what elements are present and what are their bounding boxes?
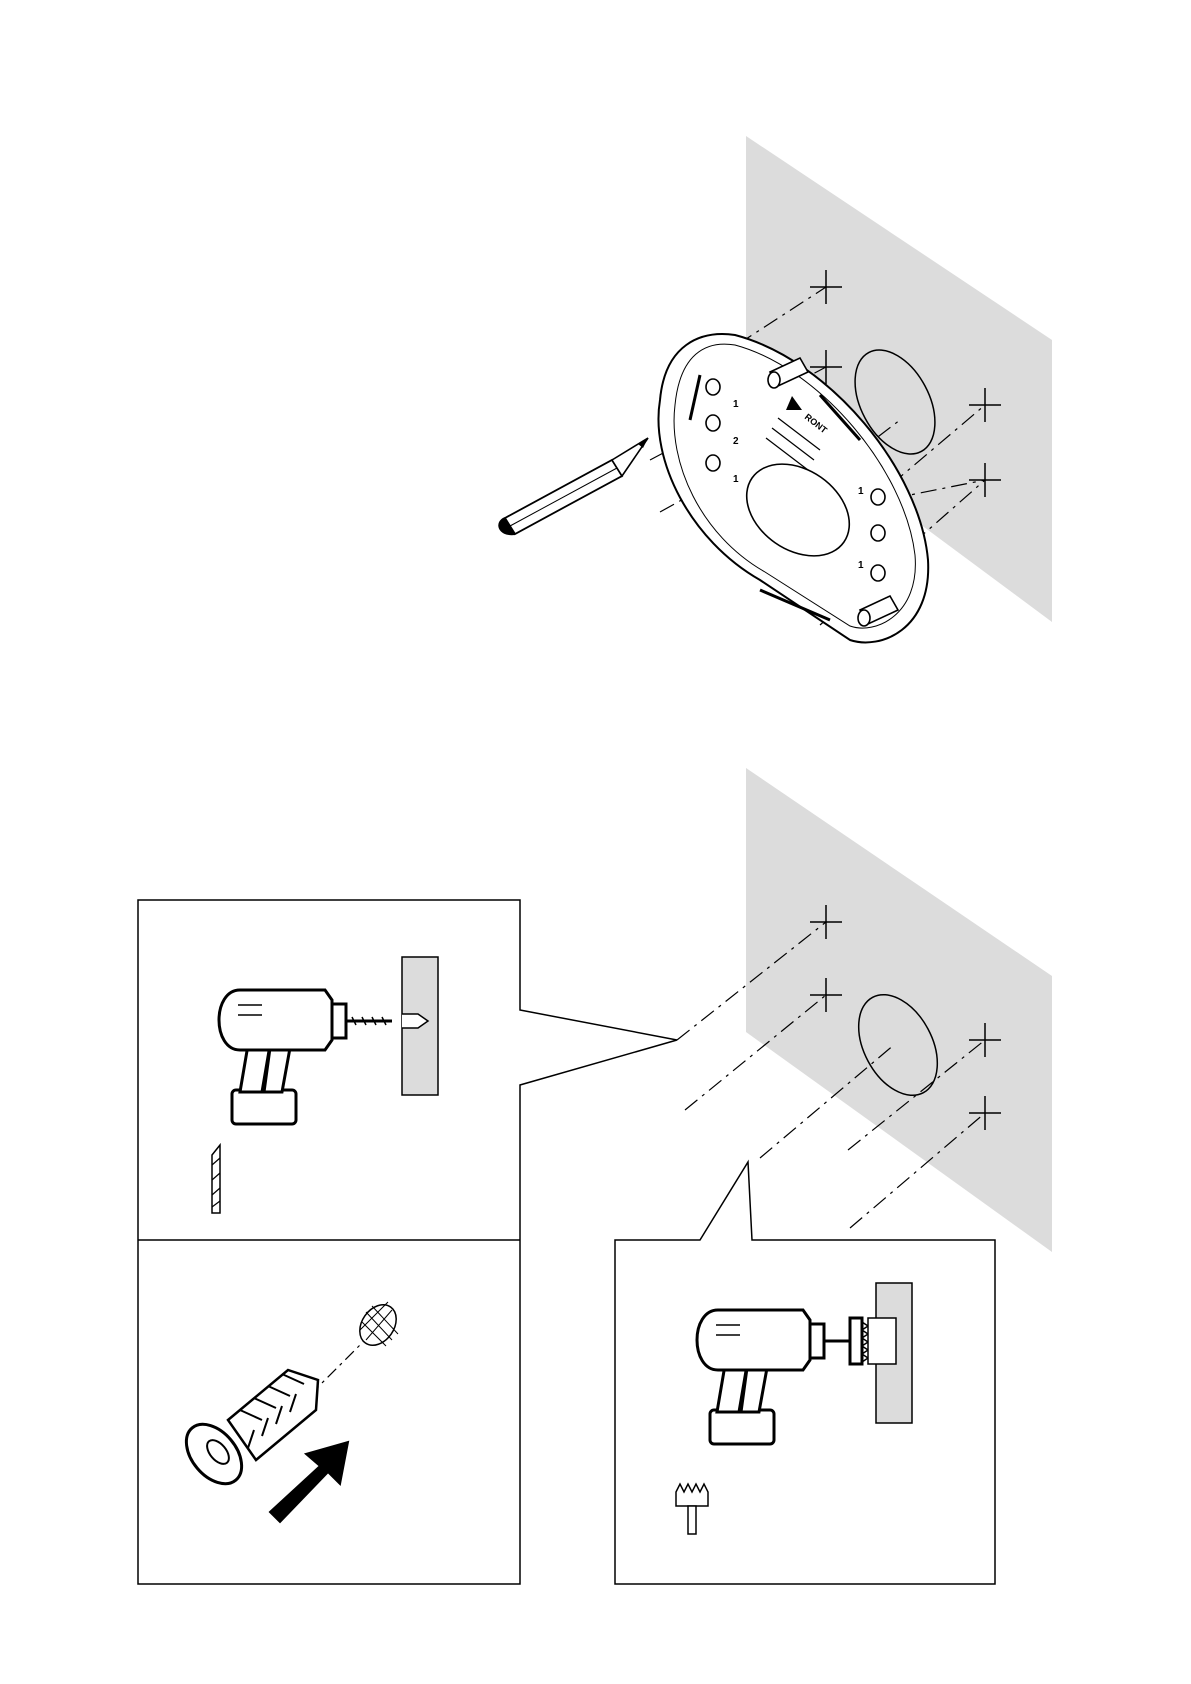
- hole-label-1: 1: [733, 399, 739, 410]
- drill-bit-icon: [212, 1145, 220, 1213]
- mark-holes-step: 1 2 1 1 1 RONT: [499, 136, 1052, 642]
- cable-hole-callout: [615, 1162, 995, 1584]
- plate-hole: [706, 415, 720, 431]
- plate-hole: [871, 525, 885, 541]
- hole-label-4: 1: [858, 486, 864, 497]
- plate-hole: [706, 455, 720, 471]
- wall-section-icon: [402, 957, 438, 1095]
- wall-surface-icon: [746, 768, 1052, 1252]
- plate-hole: [871, 489, 885, 505]
- drill-holes-step: [138, 768, 1052, 1584]
- screw-hole-callout: [138, 900, 677, 1584]
- pencil-icon: [499, 438, 648, 534]
- hole-label-2: 2: [733, 436, 739, 447]
- plate-hole: [706, 379, 720, 395]
- plate-hole: [871, 565, 885, 581]
- hole-label-5: 1: [858, 560, 864, 571]
- hole-label-3: 1: [733, 474, 739, 485]
